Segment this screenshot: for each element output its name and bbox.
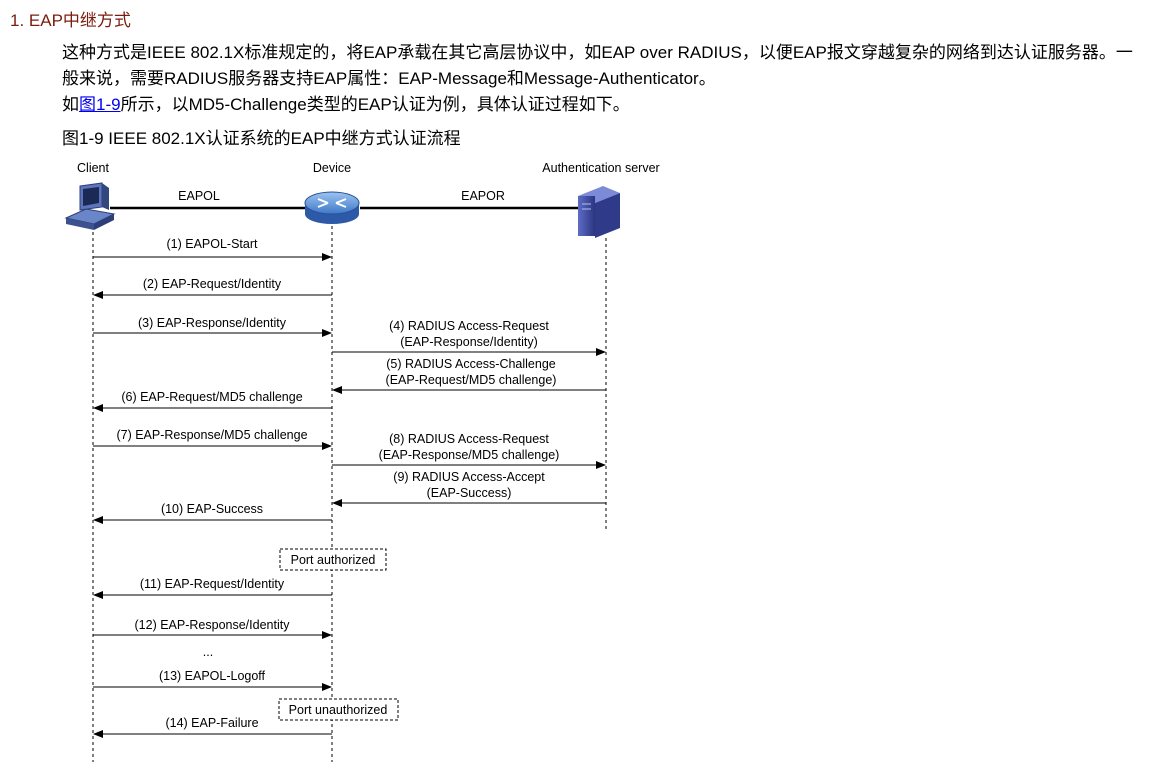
msg-11-label: (11) EAP-Request/Identity	[140, 577, 285, 591]
msg-8-label-line2: (EAP-Response/MD5 challenge)	[379, 448, 560, 462]
figure-title: 图1-9 IEEE 802.1X认证系统的EAP中继方式认证流程	[62, 129, 461, 148]
msg-12-label: (12) EAP-Response/Identity	[135, 618, 291, 632]
section-heading: 1. EAP中继方式	[10, 11, 131, 30]
eapol-label: EAPOL	[178, 189, 220, 203]
port-authorized-label: Port authorized	[291, 553, 376, 567]
msg-9-label-line2: (EAP-Success)	[427, 486, 512, 500]
figure-link[interactable]: 图1-9	[79, 95, 121, 114]
intro-line-3: 如图1-9所示，以MD5-Challenge类型的EAP认证为例，具体认证过程如…	[62, 92, 630, 118]
device-label: Device	[313, 161, 351, 175]
msg-14-label: (14) EAP-Failure	[165, 716, 258, 730]
intro-line-3-suffix: 所示，以MD5-Challenge类型的EAP认证为例，具体认证过程如下。	[120, 95, 630, 114]
msg-5-label-line1: (5) RADIUS Access-Challenge	[386, 357, 556, 371]
msg-1-label: (1) EAPOL-Start	[167, 237, 259, 251]
msg-2-label: (2) EAP-Request/Identity	[143, 277, 282, 291]
port-authorized-box	[279, 548, 387, 571]
port-unauthorized-box	[278, 698, 399, 721]
eapor-label: EAPOR	[461, 189, 505, 203]
msg-9-label-line1: (9) RADIUS Access-Accept	[393, 470, 545, 484]
msg-8-label-line1: (8) RADIUS Access-Request	[389, 432, 549, 446]
client-label: Client	[77, 161, 109, 175]
server-label: Authentication server	[542, 161, 659, 175]
port-unauthorized-label: Port unauthorized	[289, 703, 388, 717]
msg-13-label: (13) EAPOL-Logoff	[159, 669, 266, 683]
device-router-icon	[304, 191, 360, 224]
server-icon	[578, 186, 620, 238]
msg-7-label: (7) EAP-Response/MD5 challenge	[116, 428, 307, 442]
msg-10-label: (10) EAP-Success	[161, 502, 263, 516]
intro-line-1: 这种方式是IEEE 802.1X标准规定的，将EAP承载在其它高层协议中，如EA…	[62, 43, 1133, 62]
ellipsis: ...	[203, 645, 213, 659]
msg-4-label-line2: (EAP-Response/Identity)	[400, 335, 538, 349]
intro-line-2: 般来说，需要RADIUS服务器支持EAP属性：EAP-Message和Messa…	[62, 69, 716, 88]
msg-3-label: (3) EAP-Response/Identity	[138, 316, 287, 330]
client-computer-icon	[64, 182, 116, 230]
msg-5-label-line2: (EAP-Request/MD5 challenge)	[386, 373, 557, 387]
msg-4-label-line1: (4) RADIUS Access-Request	[389, 319, 549, 333]
intro-line-3-prefix: 如	[62, 95, 79, 114]
msg-6-label: (6) EAP-Request/MD5 challenge	[121, 390, 302, 404]
